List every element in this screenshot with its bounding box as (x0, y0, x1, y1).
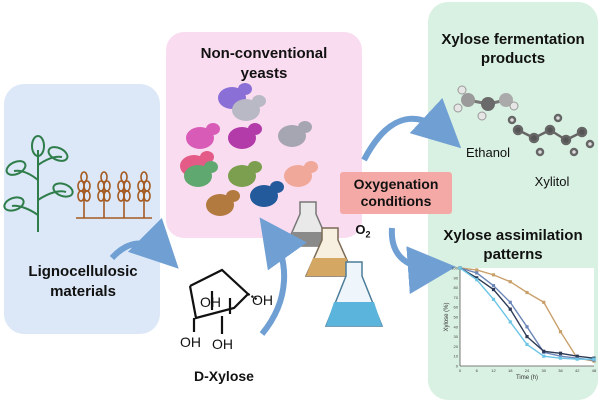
products-title: Xylose fermentation products (432, 30, 594, 68)
oh-group-3: OH (180, 334, 201, 350)
chart-x-tick-label: 12 (491, 368, 496, 373)
o2-formula: O (355, 222, 366, 237)
xylitol-molecule (507, 113, 595, 157)
chart-data-point (475, 268, 479, 272)
chart-y-tick-label: 40 (454, 324, 459, 329)
assimilation-title: Xylose assimilation patterns (432, 226, 594, 264)
process-arrows (109, 98, 462, 336)
products-title-line2: products (480, 50, 546, 67)
lignocellulose-title-line2: materials (50, 283, 116, 300)
chart-y-label: Xylose (%) (444, 302, 450, 331)
chart-data-point (491, 284, 496, 288)
chart-x-tick-label: 36 (558, 368, 563, 373)
chart-x-tick-label: 18 (508, 368, 513, 373)
chart-data-point (475, 276, 479, 280)
chart-data-point (525, 335, 529, 339)
chart-x-tick-label: 30 (542, 368, 547, 373)
chart-data-point (525, 290, 529, 295)
chart-data-point (458, 266, 462, 270)
chart-data-point (575, 354, 579, 358)
xylose-structure (188, 268, 259, 334)
assimilation-title-line2: patterns (483, 246, 543, 263)
oh-group-2: OH (252, 292, 273, 308)
yeast-title-line2: yeasts (240, 65, 288, 82)
chart-x-tick-label: 6 (476, 368, 479, 373)
chart-x-tick-label: 24 (525, 368, 530, 373)
chart-y-tick-label: 10 (454, 354, 459, 359)
chart-data-point (508, 280, 512, 284)
ethanol-label: Ethanol (465, 145, 511, 160)
chart-y-tick-label: 20 (454, 344, 459, 349)
chart-data-point (575, 357, 579, 361)
yeast-cell (206, 190, 240, 216)
chart-data-point (525, 342, 529, 347)
yeast-cell (232, 95, 266, 121)
yeast-cell (228, 123, 262, 149)
oxygenation-box: Oxygenation conditions (340, 172, 452, 214)
yeast-cell (186, 123, 220, 149)
chart-y-tick-label: 70 (454, 295, 459, 300)
chart-data-point (508, 300, 512, 304)
ethanol-molecule (453, 85, 519, 121)
chart-y-tick-label: 80 (454, 285, 459, 290)
oh-group-4: OH (212, 336, 233, 352)
oxygenation-line1: Oxygenation (353, 176, 439, 192)
chart-data-point (542, 300, 546, 304)
chart-y-tick-label: 60 (454, 305, 459, 310)
chart-data-point (508, 320, 512, 324)
oh-group-1: OH (200, 294, 221, 310)
yeast-title-line1: Non-conventional (200, 45, 328, 62)
yeast-cells (180, 83, 318, 216)
chart-x-label: Time (h) (516, 375, 538, 381)
chart-data-point (542, 349, 546, 353)
chart-data-point (491, 297, 496, 301)
chart-data-point (491, 273, 496, 277)
chart-x-tick-label: 42 (575, 368, 580, 373)
chart-y-tick-label: 50 (454, 315, 459, 320)
xylose-name: D-Xylose (194, 368, 254, 384)
chart-data-point (508, 307, 512, 311)
chart-y-tick-label: 30 (454, 334, 459, 339)
chart-data-point (475, 271, 479, 275)
lignocellulose-title-line1: Lignocellulosic (28, 263, 138, 280)
chart-data-point (542, 354, 546, 358)
chart-data-point (558, 354, 563, 358)
assimilation-title-line1: Xylose assimilation (443, 227, 583, 244)
chart-data-point (491, 287, 496, 292)
yeast-title: Non-conventional yeasts (170, 44, 358, 84)
xylitol-label: Xylitol (534, 174, 570, 189)
products-title-line1: Xylose fermentation (441, 31, 585, 48)
yeast-panel (166, 32, 362, 238)
yeast-cell (250, 181, 284, 207)
chart-data-point (475, 278, 479, 282)
chart-x-tick-label: 0 (459, 368, 462, 373)
plant-icon (3, 135, 74, 232)
o2-subscript: 2 (365, 229, 371, 240)
yeast-cell (284, 161, 318, 187)
chart-y-tick-label: 0 (456, 364, 459, 369)
chart-x-tick-label: 48 (592, 368, 597, 373)
chart-data-point (558, 356, 563, 360)
lignocellulose-title: Lignocellulosic materials (12, 262, 154, 302)
chart-y-tick-label: 90 (454, 275, 459, 280)
o2-label: O2 (350, 222, 376, 240)
yeast-cell (278, 121, 312, 147)
chart-data-point (525, 325, 529, 329)
yeast-cell (184, 161, 218, 187)
chart-data-point (592, 357, 596, 361)
chart-data-point (558, 351, 563, 355)
oxygenation-line2: conditions (360, 193, 432, 209)
chart-y-tick-label: 100 (451, 266, 458, 271)
yeast-cell (228, 161, 262, 187)
chart-data-point (558, 330, 563, 334)
